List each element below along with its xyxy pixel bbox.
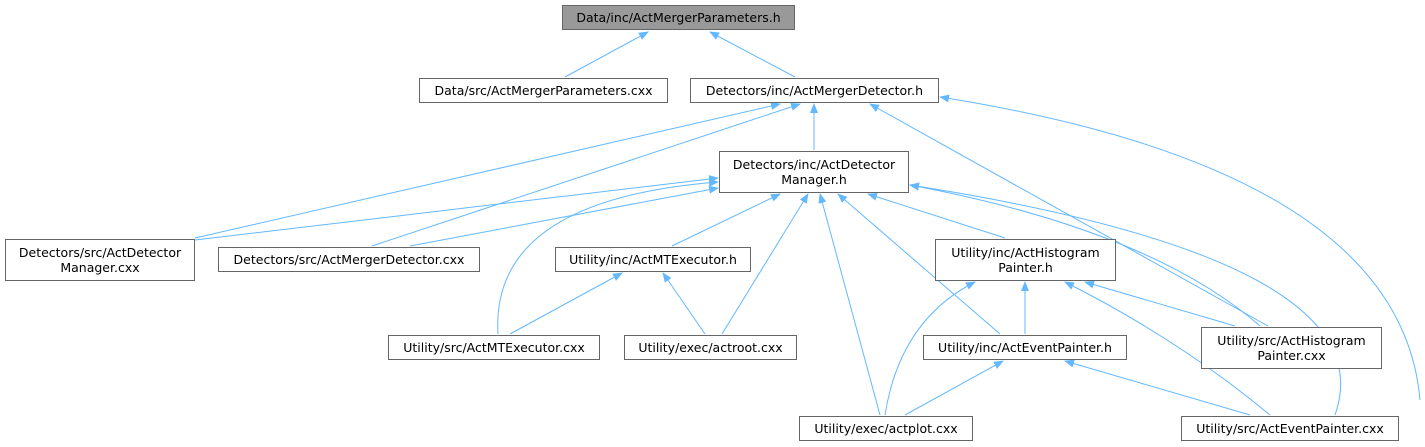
edge-n3-to-n1	[709, 31, 796, 78]
edge-n2-to-n1	[564, 31, 649, 78]
edge-n11-to-n4	[837, 193, 1001, 335]
node-label: Detectors/src/ActDetector	[18, 245, 182, 260]
edge-n8-to-n4	[867, 192, 1006, 239]
edge-n13-to-n8	[884, 281, 976, 416]
edge-n9-to-n4	[497, 178, 719, 335]
root-node: Data/inc/ActMergerParameters.h	[562, 5, 795, 30]
edge-n7-to-n4	[671, 193, 781, 247]
node-label: Utility/inc/ActEventPainter.h	[938, 340, 1112, 355]
node-label: Utility/src/ActHistogram	[1217, 333, 1366, 348]
node-label: Manager.cxx	[60, 260, 140, 275]
graph-node[interactable]: Utility/src/ActEventPainter.cxx	[1181, 416, 1399, 441]
graph-node[interactable]: Utility/exec/actroot.cxx	[624, 335, 797, 360]
edge-n10-to-n7	[662, 272, 706, 335]
edge-n14-to-n11	[1064, 359, 1251, 416]
node-label: Utility/src/ActEventPainter.cxx	[1196, 421, 1384, 436]
node-label: Detectors/src/ActMergerDetector.cxx	[233, 252, 465, 267]
edge-n6-to-n4	[409, 185, 719, 247]
graph-node[interactable]: Data/src/ActMergerParameters.cxx	[419, 78, 668, 103]
edge-n14-to-n8	[1064, 281, 1271, 416]
graph-node[interactable]: Utility/src/ActMTExecutor.cxx	[388, 335, 600, 360]
graph-node[interactable]: Utility/exec/actplot.cxx	[799, 416, 973, 441]
edge-n12-to-n4	[909, 182, 1261, 327]
graph-node[interactable]: Utility/inc/ActMTExecutor.h	[555, 247, 751, 272]
graph-node[interactable]: Detectors/src/ActMergerDetector.cxx	[218, 247, 480, 272]
node-label: Data/src/ActMergerParameters.cxx	[434, 83, 653, 98]
node-label: Data/inc/ActMergerParameters.h	[576, 10, 781, 25]
edge-n13-to-n4	[818, 193, 881, 416]
edge-n14-to-n3	[939, 94, 1421, 401]
node-label: Utility/exec/actroot.cxx	[638, 340, 783, 355]
edge-n6-to-n3	[371, 103, 801, 247]
edge-n5-to-n3	[194, 102, 781, 239]
node-label: Painter.cxx	[1257, 348, 1326, 363]
graph-node[interactable]: Utility/inc/ActEventPainter.h	[923, 335, 1127, 360]
node-label: Utility/src/ActMTExecutor.cxx	[403, 340, 585, 355]
graph-node[interactable]: Detectors/inc/ActMergerDetector.h	[690, 78, 939, 103]
node-label: Utility/exec/actplot.cxx	[814, 421, 958, 436]
node-label: Detectors/inc/ActDetector	[732, 157, 896, 172]
node-label: Painter.h	[998, 260, 1053, 275]
edge-n10-to-n4	[721, 193, 809, 335]
edge-n14-to-n4	[909, 182, 1341, 416]
edge-n12-to-n8	[1084, 280, 1236, 327]
node-label: Manager.h	[781, 172, 847, 187]
edge-n9-to-n7	[509, 272, 623, 335]
node-label: Utility/inc/ActMTExecutor.h	[569, 252, 737, 267]
edge-n5-to-n4	[194, 175, 719, 241]
node-label: Detectors/inc/ActMergerDetector.h	[705, 83, 924, 98]
node-label: Utility/inc/ActHistogram	[951, 245, 1100, 260]
edges-layer	[194, 31, 1421, 416]
edge-n13-to-n11	[904, 360, 1004, 416]
